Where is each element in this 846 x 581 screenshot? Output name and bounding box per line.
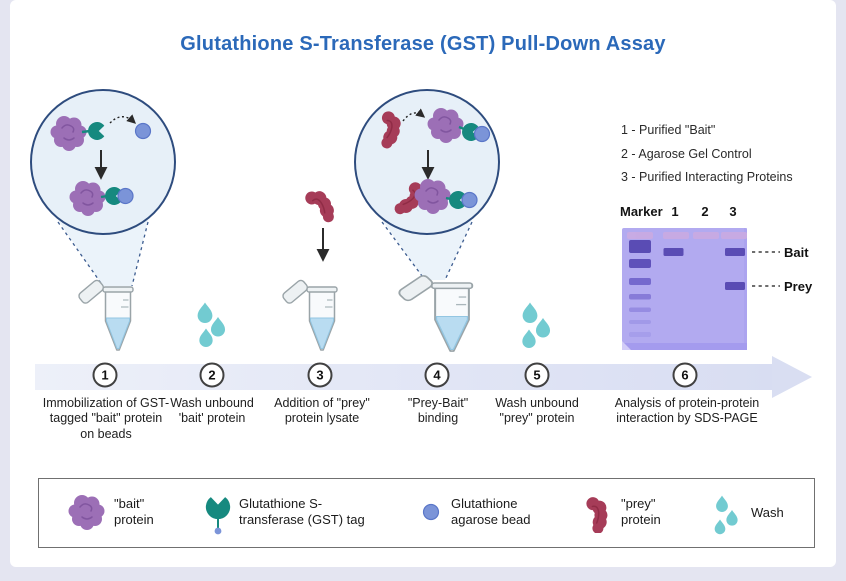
gel-lane-description-3: 3 - Purified Interacting Proteins bbox=[621, 170, 793, 184]
legend-label-bait: "bait" protein bbox=[114, 496, 154, 528]
step-label-4: "Prey-Bait" binding bbox=[407, 396, 469, 426]
gel-lane-header-3: 3 bbox=[729, 204, 737, 219]
gst-tag-icon bbox=[203, 493, 233, 537]
tube-step-4 bbox=[396, 273, 474, 353]
gel-lane3-prey-band bbox=[725, 282, 745, 290]
gel-lane-description-1: 1 - Purified "Bait" bbox=[621, 123, 716, 137]
step-number-2: 2 bbox=[199, 362, 225, 388]
magnified-view-immobilization bbox=[30, 89, 176, 235]
timeline-arrow bbox=[35, 356, 812, 398]
gel-lane1-bait-band bbox=[663, 248, 684, 256]
step-label-3: Addition of "prey" protein lysate bbox=[274, 396, 370, 426]
gel-marker-bands bbox=[629, 240, 651, 337]
magnifier-funnel-1 bbox=[58, 220, 148, 286]
magnifier-funnel-2 bbox=[382, 220, 472, 280]
legend-box: "bait" protein Glutathione S- transferas… bbox=[38, 478, 815, 548]
step-label-2: Wash unbound 'bait' protein bbox=[170, 396, 254, 426]
binding-dashed-arrow bbox=[109, 114, 137, 124]
tube-step-1 bbox=[76, 278, 134, 351]
sds-page-gel bbox=[622, 228, 780, 350]
step-label-5: Wash unbound "prey" protein bbox=[495, 396, 579, 426]
gel-lane-header-1: 1 bbox=[671, 204, 679, 219]
bait-band-label: Bait bbox=[784, 245, 809, 260]
step-label-6: Analysis of protein-protein interaction … bbox=[614, 396, 760, 426]
gel-wells bbox=[627, 232, 747, 239]
prey-protein-icon bbox=[578, 493, 616, 533]
gel-lane3-bait-band bbox=[725, 248, 745, 256]
prey-lysate-addition bbox=[298, 185, 343, 262]
funnel-dashes bbox=[57, 221, 473, 287]
bait-protein-icon bbox=[68, 494, 106, 531]
wash-icon bbox=[714, 495, 738, 535]
step-number-5: 5 bbox=[524, 362, 550, 388]
step-number-6: 6 bbox=[672, 362, 698, 388]
step-label-1: Immobilization of GST- tagged "bait" pro… bbox=[42, 396, 170, 441]
legend-label-wash: Wash bbox=[751, 505, 784, 520]
tube-step-3 bbox=[280, 278, 338, 351]
gel-lane-header-2: 2 bbox=[701, 204, 709, 219]
legend-label-bead: Glutathione agarose bead bbox=[451, 496, 531, 528]
agarose-bead-icon bbox=[422, 503, 440, 521]
step-number-1: 1 bbox=[92, 362, 118, 388]
wash-droplets-step-2 bbox=[197, 302, 226, 348]
step-number-4: 4 bbox=[424, 362, 450, 388]
legend-label-gst: Glutathione S- transferase (GST) tag bbox=[239, 496, 365, 528]
agarose-bead-icon bbox=[134, 122, 152, 140]
magnified-view-prey-bait-binding bbox=[354, 89, 500, 235]
gel-lane-description-2: 2 - Agarose Gel Control bbox=[621, 147, 752, 161]
gel-lane-header-marker: Marker bbox=[620, 204, 663, 219]
wash-droplets-step-5 bbox=[522, 302, 551, 349]
prey-band-label: Prey bbox=[784, 279, 813, 294]
figure-title: Glutathione S-Transferase (GST) Pull-Dow… bbox=[180, 33, 666, 55]
legend-label-prey: "prey" protein bbox=[621, 496, 661, 528]
step-number-3: 3 bbox=[307, 362, 333, 388]
